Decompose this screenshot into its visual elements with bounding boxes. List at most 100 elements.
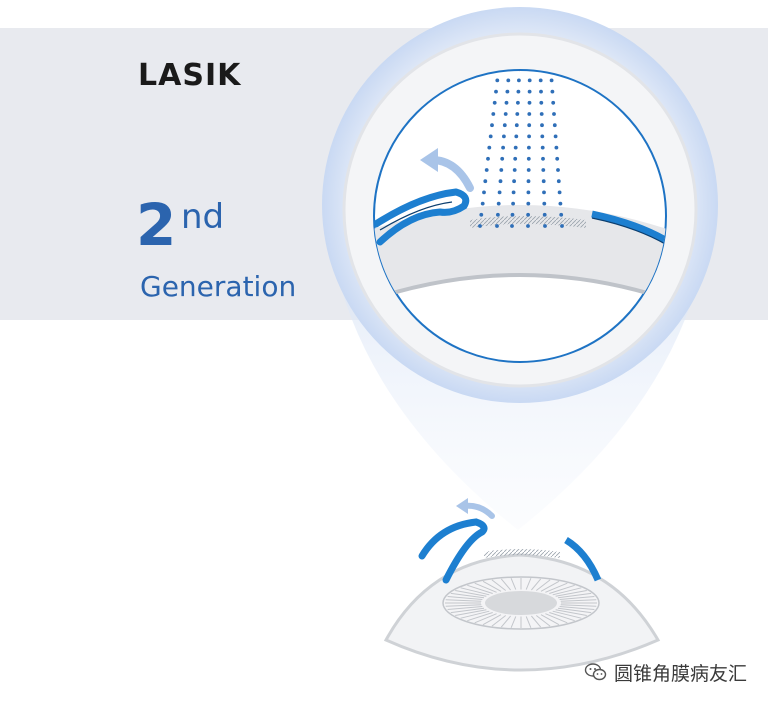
- laser-dot: [527, 112, 532, 116]
- laser-dot: [552, 112, 556, 116]
- laser-dot: [496, 212, 500, 217]
- laser-dot: [541, 156, 545, 161]
- laser-dot: [556, 179, 561, 184]
- laser-dot: [491, 112, 496, 116]
- laser-dot: [538, 78, 543, 83]
- small-corneal-edge-right: [564, 536, 602, 582]
- laser-dot: [505, 89, 510, 94]
- iris-spoke: [500, 615, 511, 628]
- laser-dot: [539, 100, 544, 105]
- iris-spoke: [545, 613, 568, 624]
- laser-dot: [513, 145, 518, 150]
- iris-spoke: [555, 609, 587, 616]
- laser-dot: [497, 190, 502, 195]
- laser-dot: [540, 123, 544, 128]
- laser-dot: [539, 89, 543, 94]
- iris-spoke: [482, 614, 502, 626]
- small-lift-arrow-head: [456, 498, 468, 514]
- iris-spoke: [447, 596, 483, 600]
- corneal-flap-lifted: [374, 188, 470, 246]
- laser-dot: [559, 212, 564, 217]
- iris-spoke: [555, 590, 587, 597]
- iris-spoke: [540, 614, 560, 626]
- laser-dot: [541, 179, 546, 184]
- laser-dot: [501, 145, 505, 150]
- laser-dot: [526, 179, 531, 184]
- laser-dot: [549, 78, 554, 83]
- laser-dot: [498, 179, 503, 184]
- laser-dot: [542, 212, 547, 217]
- laser-dot: [527, 134, 531, 139]
- iris-spoke: [560, 604, 597, 607]
- laser-dot: [551, 100, 556, 105]
- iris-spoke: [474, 582, 497, 593]
- laser-dot: [526, 201, 531, 206]
- iris-spoke: [467, 612, 493, 622]
- laser-dot: [513, 156, 518, 161]
- laser-dot: [527, 100, 532, 105]
- laser-dot: [556, 168, 560, 172]
- laser-dot: [510, 212, 515, 217]
- laser-dot: [490, 123, 494, 128]
- laser-dot: [511, 201, 515, 206]
- iris-spoke: [460, 587, 490, 596]
- iris-spoke: [500, 578, 511, 591]
- iris-spoke: [445, 599, 482, 602]
- iris-spoke: [491, 579, 507, 591]
- laser-dot: [541, 168, 546, 172]
- laser-dot: [539, 112, 544, 116]
- iris-spoke: [525, 616, 532, 628]
- laser-dot: [478, 224, 482, 228]
- laser-dot: [540, 134, 545, 139]
- laser-dot: [504, 100, 509, 105]
- laser-dot: [553, 134, 558, 139]
- laser-dot: [527, 123, 532, 128]
- generation-label: Generation: [140, 270, 297, 303]
- laser-dot: [514, 134, 519, 139]
- iris-spoke: [549, 612, 575, 622]
- laser-dot: [540, 145, 545, 150]
- iris-spoke: [510, 578, 517, 590]
- laser-dot: [499, 168, 504, 172]
- ablation-zone-small: [484, 549, 560, 558]
- laser-dot: [542, 190, 546, 195]
- cornea-stroma: [374, 205, 666, 300]
- laser-dot: [527, 145, 531, 150]
- laser-dot: [560, 224, 564, 228]
- cornea-inner-edge: [374, 273, 666, 302]
- laser-dot: [512, 168, 517, 172]
- iris-spoke: [450, 607, 485, 614]
- pupil: [485, 591, 557, 615]
- laser-dot: [526, 168, 531, 172]
- laser-dot: [480, 201, 485, 206]
- laser-dot: [517, 70, 522, 72]
- iris-spoke: [510, 616, 517, 628]
- laser-dot: [526, 212, 530, 217]
- laser-dot: [510, 224, 514, 228]
- iris-spoke: [559, 596, 595, 600]
- laser-dot: [526, 190, 531, 195]
- iris-spoke: [450, 592, 485, 599]
- iris-spoke: [545, 582, 568, 593]
- ablation-zone: [470, 216, 586, 228]
- laser-dot: [500, 156, 505, 161]
- laser-dot: [516, 89, 521, 94]
- laser-dot: [543, 224, 547, 228]
- laser-dot: [552, 123, 557, 128]
- iris-spoke: [460, 610, 490, 619]
- laser-dot: [555, 156, 560, 161]
- iris-spoke: [455, 609, 487, 616]
- iris-spoke: [559, 606, 595, 610]
- iris-spoke: [535, 615, 551, 627]
- laser-dot: [488, 134, 493, 139]
- laser-dot: [514, 123, 519, 128]
- laser-dot: [527, 89, 532, 94]
- iris-spoke: [467, 584, 493, 594]
- iris-spoke: [491, 615, 507, 627]
- laser-dot: [506, 78, 511, 83]
- laser-dot: [516, 100, 520, 105]
- laser-dot: [495, 224, 499, 228]
- laser-dot: [492, 100, 497, 105]
- wechat-icon: [584, 663, 607, 681]
- generation-ordinal: nd: [181, 197, 225, 237]
